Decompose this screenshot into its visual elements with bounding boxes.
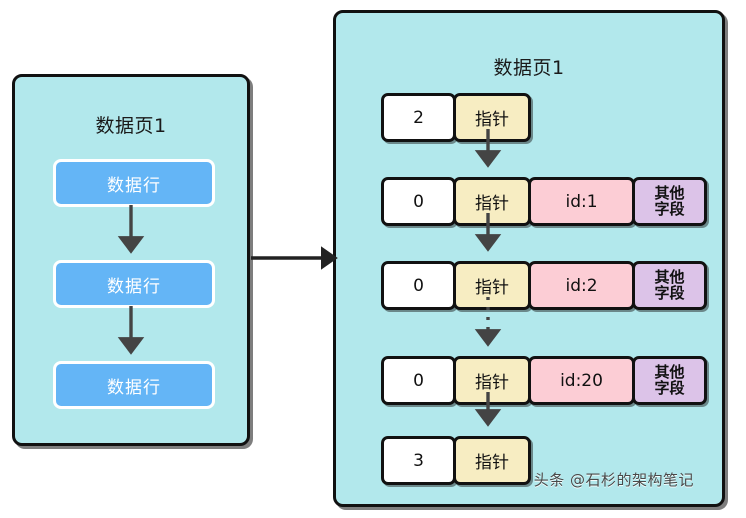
data-row-box: 数据行 [53,260,215,308]
right-panel-title: 数据页1 [493,57,565,79]
record-id-cell: id:2 [528,261,635,310]
left-panel-title: 数据页1 [95,115,167,137]
record-row: 0 指针 id:20 其他 字段 [381,356,707,405]
watermark-text: 头条 @石杉的架构笔记 [533,471,694,489]
record-extra-fields-cell: 其他 字段 [632,356,707,405]
data-row-box: 数据行 [53,361,215,409]
record-pointer-cell: 指针 [453,436,531,485]
record-id-cell: id:20 [528,356,635,405]
record-pointer-cell: 指针 [453,261,531,310]
record-row: 2 指针 [381,93,531,142]
record-id-cell: id:1 [528,177,635,226]
record-flag-cell: 2 [381,93,456,142]
record-flag-cell: 0 [381,177,456,226]
record-pointer-cell: 指针 [453,356,531,405]
record-extra-fields-cell: 其他 字段 [632,177,707,226]
record-row: 0 指针 id:2 其他 字段 [381,261,707,310]
record-extra-fields-cell: 其他 字段 [632,261,707,310]
record-row: 3 指针 [381,436,531,485]
record-flag-cell: 3 [381,436,456,485]
record-flag-cell: 0 [381,356,456,405]
left-data-page-panel: 数据页1 数据行 数据行 数据行 [12,74,250,446]
data-row-box: 数据行 [53,159,215,207]
record-row: 0 指针 id:1 其他 字段 [381,177,707,226]
record-flag-cell: 0 [381,261,456,310]
record-pointer-cell: 指针 [453,177,531,226]
record-pointer-cell: 指针 [453,93,531,142]
right-data-page-panel: 数据页1 2 指针 0 指针 id:1 其他 字段 0 指针 id:2 其他 字… [333,10,725,507]
